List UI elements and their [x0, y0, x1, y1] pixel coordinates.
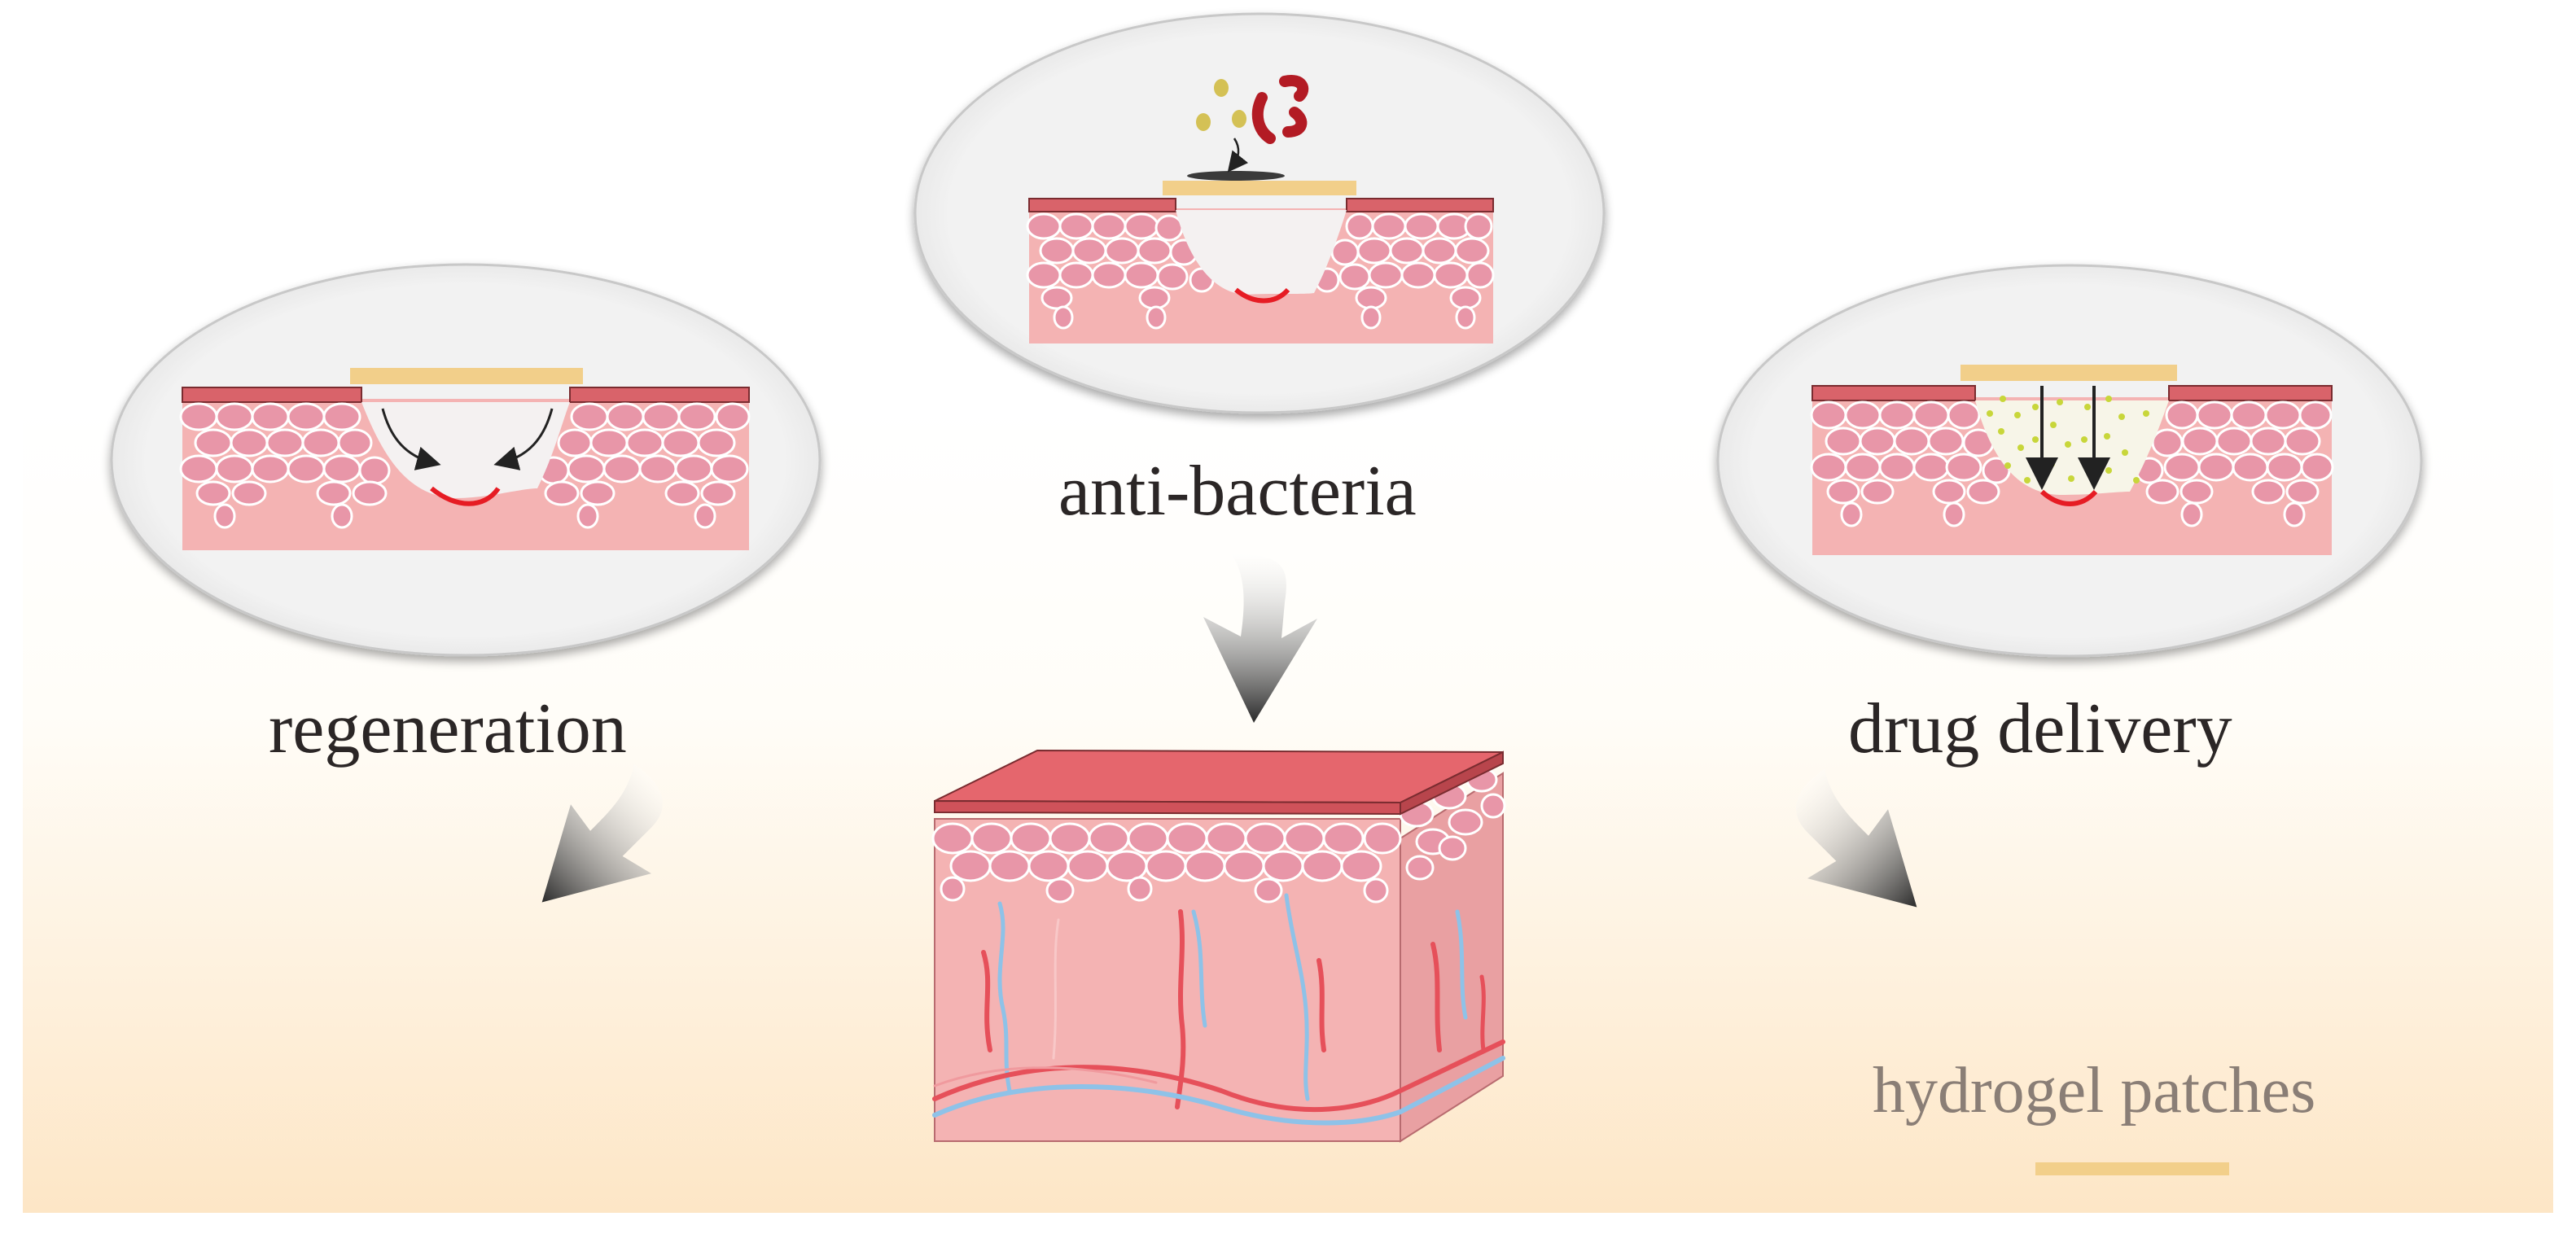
- hydrogel-patch: [1163, 181, 1356, 195]
- wound-skin-anti-bacteria: [1026, 75, 1495, 343]
- curved-arrow-icon: [1203, 553, 1317, 723]
- legend-swatch: [2035, 1162, 2229, 1175]
- label-anti-bacteria: anti-bacteria: [1058, 452, 1417, 531]
- curved-arrow-icon: [381, 408, 441, 470]
- hydrogel-patch: [1960, 365, 2177, 381]
- label-regeneration: regeneration: [269, 689, 627, 768]
- label-drug-delivery: drug delivery: [1848, 689, 2232, 768]
- panel-anti-bacteria: [913, 12, 1606, 414]
- hydrogel-patch: [350, 368, 583, 384]
- arrow-from-anti-bacteria: [1203, 553, 1317, 723]
- blood-vessels: [932, 893, 1505, 1126]
- curved-arrow-icon: [493, 408, 554, 470]
- wound-skin-drug-delivery: [1810, 365, 2334, 555]
- bacteria-group: [1196, 75, 1309, 173]
- legend-label: hydrogel patches: [1873, 1055, 2316, 1127]
- arrow-from-drug-delivery: [1796, 768, 1917, 908]
- panel-drug-delivery: [1716, 264, 2423, 658]
- wound-skin-regeneration: [179, 368, 751, 550]
- drug-particles: [1987, 396, 2149, 483]
- panel-regeneration: [110, 263, 821, 657]
- skin-block: [931, 749, 1506, 1143]
- surface-disk: [1187, 171, 1285, 181]
- arrow-from-regeneration: [541, 764, 663, 903]
- curved-arrow-icon: [541, 764, 663, 903]
- curved-arrow-icon: [1796, 768, 1917, 908]
- curved-arrow-icon: [1227, 138, 1249, 173]
